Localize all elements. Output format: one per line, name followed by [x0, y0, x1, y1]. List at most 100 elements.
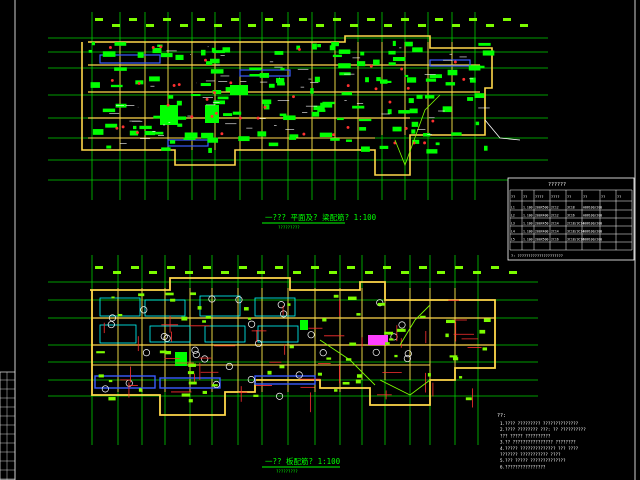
schedule-header-cell: ?? — [511, 195, 515, 199]
dimension-label — [167, 266, 175, 269]
bottom-plan-annotations — [95, 266, 517, 274]
slab-label-block — [138, 293, 145, 297]
rebar-dot — [404, 126, 408, 130]
top-slab-edge — [99, 54, 161, 64]
general-notes: ??: 1.???? ????????? ??????????????2.???… — [497, 413, 586, 469]
dimension-label — [384, 24, 392, 27]
beam-label-block — [445, 82, 456, 86]
beam-label-block — [201, 132, 214, 139]
slab-label-block — [170, 298, 176, 302]
beam-label-block — [360, 51, 365, 56]
beam-label-block — [345, 139, 352, 142]
dimension-label — [180, 24, 188, 27]
dimension-label — [419, 266, 427, 269]
slab-label-block — [427, 373, 431, 377]
beam-label-block — [314, 76, 320, 83]
schedule-cell: 200X500 — [535, 238, 549, 242]
leader-line — [319, 339, 376, 386]
rebar-dot — [177, 83, 181, 86]
dimension-label — [311, 266, 319, 269]
dimension-label — [486, 24, 494, 27]
dimension-label — [221, 271, 229, 274]
beam-label-block — [392, 57, 406, 62]
beam-label-block — [211, 47, 216, 53]
slab-label-block — [355, 379, 361, 384]
slab-label-block — [187, 371, 195, 375]
bottom-plan-subtitle: ????????? — [276, 469, 298, 474]
schedule-cell: A8@100/200 — [583, 206, 602, 210]
slab-number-circle — [403, 354, 411, 363]
dimension-label — [275, 266, 283, 269]
beam-label-block — [404, 74, 409, 77]
note-line: 5.??? ????? ?????????????? — [500, 458, 566, 463]
dimension-label — [401, 271, 409, 274]
schedule-cell: L5 — [511, 238, 515, 242]
rebar-dot — [110, 78, 114, 82]
beam-label-block — [392, 126, 402, 132]
beam-label-block — [259, 72, 270, 78]
rebar-dot — [220, 132, 224, 136]
beam-label-block — [332, 54, 342, 58]
dimension-label — [455, 266, 463, 269]
schedule-cell: 3C18 — [567, 206, 575, 210]
slab-label-block — [188, 381, 197, 385]
schedule-cell: L3 — [511, 222, 515, 226]
slab-number-circle — [142, 349, 151, 357]
beam-label-block — [257, 131, 267, 137]
dimension-label — [95, 266, 103, 269]
beam-label-block — [404, 41, 413, 47]
beam-label-block — [424, 95, 435, 99]
slab-label-block — [253, 394, 259, 397]
slab-label-block — [159, 350, 167, 354]
dimension-label — [95, 18, 103, 21]
top-plan-subtitle: ????????? — [278, 225, 300, 230]
note-line: 1.???? ????????? ?????????????? — [500, 421, 579, 426]
top-floor-beam-plan — [81, 35, 521, 176]
slab-label-block — [202, 390, 207, 394]
rebar-dot — [137, 81, 141, 85]
slab-label-block — [165, 292, 174, 296]
beam-label-block — [102, 51, 116, 57]
schedule-cell: A8@100/200 — [583, 238, 602, 242]
schedule-cell: 2C12 — [551, 206, 559, 210]
beam-label-block — [311, 43, 317, 50]
beam-label-block — [409, 108, 418, 114]
rebar-dot — [239, 116, 242, 120]
slab-label-block — [190, 292, 197, 296]
note-line: 4.????? ?????????????? ??? ???? — [500, 446, 579, 451]
beam-label-block — [137, 52, 144, 58]
schedule-cell: L2 — [511, 214, 515, 218]
beam-label-block — [313, 105, 325, 111]
schedule-cell: 2C14 — [551, 230, 559, 234]
rebar-dot — [159, 45, 163, 49]
slab-number-circle — [295, 371, 303, 379]
title-block — [0, 371, 16, 480]
beam-label-block — [416, 94, 423, 99]
beam-label-block — [169, 140, 176, 144]
beam-label-block — [90, 82, 100, 88]
bottom-floor-slab-plan — [90, 277, 496, 416]
dimension-label — [452, 24, 460, 27]
slab-label-block — [96, 351, 105, 354]
dimension-label — [520, 24, 528, 27]
beam-label-block — [222, 47, 231, 53]
rebar-dot — [374, 87, 378, 91]
note-line: ??????? ??????????? ???? — [500, 452, 561, 457]
schedule-cell: 3C18/3C14 — [567, 230, 584, 234]
beam-label-block — [209, 58, 220, 64]
slab-number-circle — [101, 385, 109, 393]
beam-label-block — [336, 117, 344, 121]
schedule-cell: A8@100/200 — [583, 222, 602, 226]
opening-marker — [368, 335, 388, 345]
beam-label-block — [212, 50, 225, 54]
slab-label-block — [117, 313, 123, 317]
slab-label-block — [377, 302, 386, 306]
beam-label-block — [205, 61, 213, 66]
beam-label-block — [149, 76, 160, 82]
schedule-cell: 1.100 — [523, 214, 533, 218]
bottom-plan-axis-grid — [48, 255, 538, 445]
beam-label-block — [105, 123, 118, 128]
slab-label-block — [452, 357, 459, 361]
rebar-dot — [346, 84, 350, 88]
